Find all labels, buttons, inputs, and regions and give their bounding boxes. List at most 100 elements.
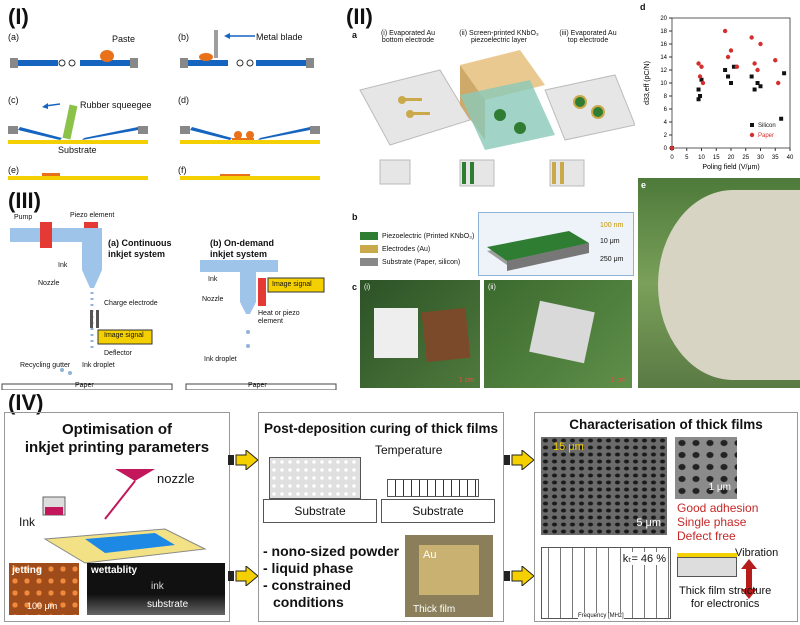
piezo-label: Piezo element xyxy=(70,212,115,219)
photo-c-i-label: (i) xyxy=(364,284,371,291)
box-curing: Post-deposition curing of thick films Su… xyxy=(258,412,504,622)
title-continuous: (a) Continuous inkjet system xyxy=(108,238,172,260)
y-axis-label: d33,eff (pC/N) xyxy=(644,61,651,105)
structure-caption: Thick film structure for electronics xyxy=(679,585,771,611)
label-c: (c) xyxy=(8,95,19,105)
layer-gray xyxy=(677,557,737,577)
photo-c-ii: (ii) 1 cm xyxy=(484,280,632,388)
data-point-silicon xyxy=(779,116,784,121)
step-b xyxy=(180,30,314,68)
thick-film-label: Thick film xyxy=(413,604,456,615)
bent-device xyxy=(529,300,595,364)
col3-heading: (iii) Evaporated Au top electrode xyxy=(548,30,628,44)
photo-c-ii-label: (ii) xyxy=(488,284,496,291)
panel-a-letter: a xyxy=(352,30,358,40)
freq-label: Frequency [MHz] xyxy=(578,613,624,619)
scale-1um: 1 μm xyxy=(708,482,731,493)
scale-c-ii: 1 cm xyxy=(610,377,626,384)
paper-label-a: Paper xyxy=(75,382,94,389)
nozzle-label: nozzle xyxy=(157,471,195,486)
screen-printing-diagram xyxy=(8,30,320,180)
box1-title-2: inkjet printing parameters xyxy=(24,439,210,456)
legend-marker-silicon xyxy=(750,123,754,127)
col3-line2: top electrode xyxy=(567,37,609,44)
label-b: (b) xyxy=(178,32,189,42)
x-tick-label: 5 xyxy=(685,155,689,161)
data-point-paper xyxy=(700,80,706,86)
data-point-silicon xyxy=(698,94,703,98)
legend-label-silicon: Silicon xyxy=(758,123,776,129)
wettability-photo: wettablity ink substrate xyxy=(87,563,225,615)
x-tick-label: 15 xyxy=(713,155,720,161)
kt-label: kₜ= 46 % xyxy=(622,552,666,565)
nozzle-label-a: Nozzle xyxy=(38,280,60,287)
legend-marker-paper xyxy=(749,132,755,138)
x-tick-label: 30 xyxy=(757,155,764,161)
y-tick-label: 4 xyxy=(664,120,668,126)
layer-yellow xyxy=(677,553,737,557)
data-point-paper xyxy=(776,80,781,86)
heat-line1: Heat or piezo xyxy=(258,310,300,317)
data-point-paper xyxy=(696,61,701,66)
data-point-silicon xyxy=(696,97,701,102)
jetting-photo: jetting 100 μm xyxy=(9,563,79,615)
y-tick-label: 16 xyxy=(660,42,667,48)
x-tick-label: 0 xyxy=(670,155,674,161)
ink-droplet-a: Ink droplet xyxy=(82,362,115,369)
bullet-2: - liquid phase xyxy=(263,560,354,576)
impedance-plot: kₜ= 46 % Frequency [MHz] xyxy=(541,547,671,619)
temperature-label: Temperature xyxy=(375,443,443,457)
nozzle-label-b: Nozzle xyxy=(202,296,224,303)
substrate-drop-label: substrate xyxy=(147,599,189,610)
properties: Good adhesion Single phase Defect free xyxy=(677,501,758,543)
wafer xyxy=(658,190,800,380)
data-point-silicon xyxy=(696,87,701,92)
data-point-paper xyxy=(752,61,757,66)
box-characterisation: Characterisation of thick films 15 μm 5 … xyxy=(534,412,798,622)
metal-blade-label: Metal blade xyxy=(256,32,303,42)
data-point-silicon xyxy=(699,77,704,82)
curing-block xyxy=(269,457,361,499)
inkjet-setup-illustration xyxy=(42,469,207,564)
curing-bullets: - nono-sized powder - liquid phase - con… xyxy=(263,543,399,611)
device-1 xyxy=(374,308,418,358)
legend-piezo: Piezoelectric (Printed KNbO₃) xyxy=(360,230,474,243)
heat-line2: element xyxy=(258,318,283,325)
substrate-3-label: Substrate xyxy=(412,504,464,518)
step-a xyxy=(10,50,138,68)
device-layers-illustration xyxy=(359,50,635,187)
x-axis-label: Poling field (V/μm) xyxy=(702,164,759,171)
box2-title: Post-deposition curing of thick films xyxy=(263,421,498,436)
data-point-paper xyxy=(697,74,703,79)
label-e: (e) xyxy=(8,165,19,175)
vibration-arrow-icon xyxy=(741,559,757,599)
col3-line1: (iii) Evaporated Au xyxy=(559,30,617,37)
data-point-paper xyxy=(728,48,734,53)
prop-1: Good adhesion xyxy=(677,501,759,515)
scale-15um: 15 μm xyxy=(553,441,584,453)
section-2-label: (II) xyxy=(346,4,373,29)
section-1-label: (I) xyxy=(8,4,29,29)
scale-5um: 5 μm xyxy=(636,517,661,529)
title-continuous-1: (a) Continuous xyxy=(108,238,172,248)
data-point-paper xyxy=(725,54,731,60)
panel-b-letter: b xyxy=(352,212,358,222)
x-tick-label: 20 xyxy=(728,155,735,161)
col2-line2: piezoelectric layer xyxy=(470,37,528,44)
paper-label-b: Paper xyxy=(248,382,267,389)
sem-image-small: 1 μm xyxy=(675,437,737,499)
bullet-1: - nono-sized powder xyxy=(263,543,400,559)
legend-b: Piezoelectric (Printed KNbO₃) Electrodes… xyxy=(360,230,474,269)
ink-label-a: Ink xyxy=(58,262,68,269)
label-f: (f) xyxy=(178,165,187,175)
substrate-block-2: Substrate xyxy=(381,499,495,523)
data-point-silicon xyxy=(752,87,757,92)
bullet-4: conditions xyxy=(273,594,344,610)
deflector-label: Deflector xyxy=(104,350,133,357)
arrow-2-bottom xyxy=(504,566,534,586)
data-point-paper xyxy=(755,67,760,73)
col1-line2: bottom electrode xyxy=(381,37,435,44)
thick-film-photo: Au Thick film xyxy=(405,535,493,617)
x-tick-label: 10 xyxy=(698,155,705,161)
